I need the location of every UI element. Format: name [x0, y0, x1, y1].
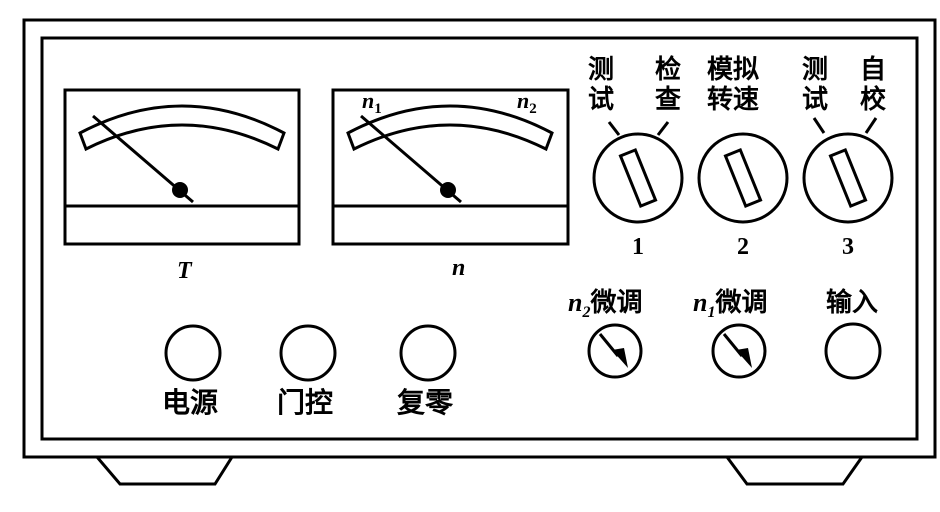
gate-button[interactable] — [279, 324, 337, 382]
switch-1-right-bottom: 查 — [655, 85, 681, 115]
left-foot — [93, 455, 235, 486]
input-label: 输入 — [826, 287, 878, 318]
switch-3-left-bottom: 试 — [802, 85, 828, 115]
switch-2-top-line2: 转速 — [707, 85, 759, 115]
n2-fine-tune[interactable]: n2微调 — [568, 287, 643, 379]
gate-button-label: 门控 — [277, 386, 333, 419]
right-foot — [724, 455, 865, 486]
switch-2-number: 2 — [737, 234, 749, 260]
switch-3-right-top: 自 — [860, 54, 886, 85]
switch-1[interactable]: 测 试 检 查 1 — [588, 54, 684, 260]
switch-3-right-bottom: 校 — [860, 84, 887, 115]
switch-3-slot — [828, 148, 868, 208]
switch-1-number: 1 — [632, 234, 644, 260]
power-button[interactable] — [164, 324, 222, 382]
gate-button-group[interactable]: 门控 — [277, 324, 337, 419]
meter-n-scale-arc — [346, 104, 554, 152]
meter-n-right-mark: n2 — [517, 88, 537, 117]
n2-fine-tune-label: n2微调 — [568, 287, 642, 321]
input-socket[interactable] — [824, 322, 882, 380]
power-button-label: 电源 — [162, 386, 218, 419]
switch-1-right-top: 检 — [655, 54, 681, 85]
switch-1-left-tick — [607, 121, 621, 136]
inner-frame — [40, 36, 919, 441]
meter-n-symbol: n — [452, 255, 465, 281]
meter-t-pivot — [172, 182, 188, 198]
input-jack[interactable]: 输入 — [824, 287, 882, 380]
n1-fine-tune[interactable]: n1微调 — [693, 287, 767, 379]
switch-1-slot — [618, 148, 658, 208]
meter-n-pivot — [440, 182, 456, 198]
switch-2[interactable]: 模拟 转速 2 — [697, 55, 789, 260]
meter-t-symbol: T — [177, 258, 193, 284]
switch-3-right-tick — [864, 117, 878, 134]
meter-n: n1 n2 n — [331, 88, 570, 281]
n1-fine-tune-pointer-arrow — [736, 348, 752, 368]
switch-1-right-tick — [656, 121, 670, 136]
switch-3[interactable]: 测 试 自 校 3 — [802, 54, 894, 260]
n2-fine-tune-pointer-arrow — [612, 348, 628, 368]
switch-3-left-top: 测 — [802, 55, 828, 85]
n1-fine-tune-label: n1微调 — [693, 287, 767, 321]
power-button-group[interactable]: 电源 — [162, 324, 222, 419]
meter-t: T — [63, 88, 301, 284]
reset-button-group[interactable]: 复零 — [397, 324, 457, 419]
switch-1-left-bottom: 试 — [588, 85, 614, 115]
switch-3-left-tick — [812, 117, 826, 134]
reset-button-label: 复零 — [397, 386, 454, 419]
switch-2-slot — [723, 148, 763, 208]
switch-3-number: 3 — [842, 234, 854, 260]
switch-2-top-line1: 模拟 — [707, 55, 759, 85]
reset-button[interactable] — [399, 324, 457, 382]
switch-1-left-top: 测 — [588, 55, 614, 85]
meter-t-scale-arc — [78, 104, 286, 152]
meter-n-left-mark: n1 — [362, 88, 382, 117]
